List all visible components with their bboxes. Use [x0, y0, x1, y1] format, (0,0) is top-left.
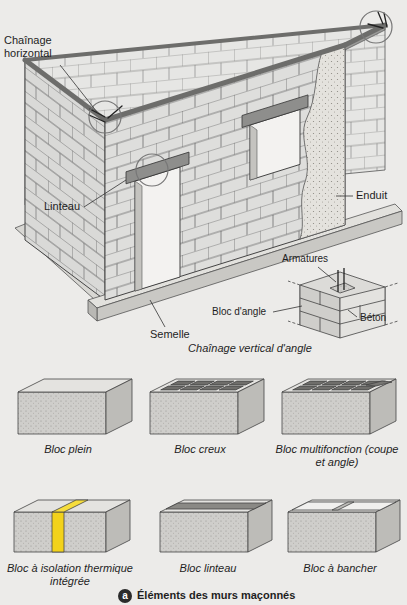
concrete-block [160, 500, 272, 552]
block-face [282, 392, 370, 434]
plaster [300, 45, 345, 239]
block-face [14, 512, 106, 552]
concrete-block [18, 379, 132, 434]
leader-line [60, 65, 357, 327]
figure-badge: a [118, 589, 132, 603]
insulation-band [52, 500, 88, 512]
block-name: Bloc à isolation thermique intégrée [4, 562, 136, 588]
part-label: Semelle [150, 328, 210, 341]
block-name: Bloc multifonction (coupe et angle) [272, 443, 402, 469]
lintel [242, 95, 308, 128]
block-cell [351, 386, 375, 390]
horizontal-chaining [25, 12, 387, 122]
part-label: Armatures [282, 253, 342, 265]
badge-letter: a [118, 589, 132, 603]
block-face [288, 512, 376, 552]
part-label: Bloc d'angle [212, 306, 282, 318]
block-cell [229, 381, 253, 385]
block-name: Bloc plein [18, 443, 118, 456]
block-face [106, 379, 132, 434]
block-name: Bloc linteau [158, 562, 258, 575]
block-face [150, 392, 238, 434]
figure-caption: Éléments des murs maçonnés [137, 589, 295, 601]
concrete-block [150, 379, 264, 434]
block-name: Bloc à bancher [285, 562, 395, 575]
concrete-block [282, 379, 396, 434]
formwork-cavity [292, 502, 396, 510]
part-label: Enduit [356, 189, 404, 202]
block-face [370, 379, 396, 434]
footing [88, 300, 97, 321]
block-face [106, 500, 130, 552]
front-wall [105, 45, 345, 300]
part-label: Chaînage vertical d'angle [150, 342, 350, 355]
block-face [18, 392, 106, 434]
lintel-channel [166, 503, 266, 509]
formwork-web [332, 502, 354, 510]
block-cell [219, 386, 243, 390]
cut-piece [366, 381, 392, 386]
part-label: Chaînage horizontal [4, 34, 74, 60]
lintel [126, 152, 189, 184]
block-face [160, 512, 248, 552]
concrete-block [14, 500, 130, 552]
insulation-band [52, 512, 64, 552]
window-reveal [250, 125, 257, 180]
door-reveal [135, 181, 142, 291]
part-label: Linteau [44, 200, 94, 213]
detail-circle [89, 11, 392, 186]
left-wall [25, 60, 105, 300]
concrete-block [288, 500, 400, 552]
part-label: Béton [360, 312, 404, 324]
corner-chaining-inset [288, 268, 398, 338]
block-face [238, 379, 264, 434]
block-name: Bloc creux [150, 443, 250, 456]
